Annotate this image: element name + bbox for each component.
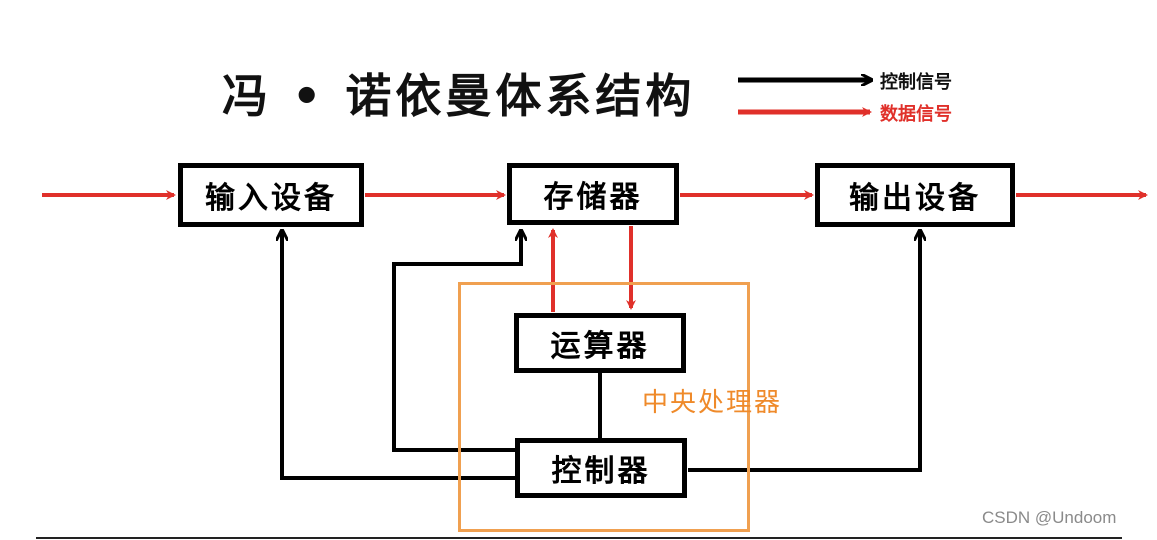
controller-box: 控制器: [515, 438, 687, 498]
control-to-memory-arrow: [392, 232, 521, 452]
legend-control-label: 控制信号: [880, 72, 952, 93]
cpu-label: 中央处理器: [642, 388, 783, 418]
bottom-divider: [36, 537, 1122, 539]
watermark: CSDN @Undoom: [982, 508, 1117, 527]
alu-box: 运算器: [514, 313, 686, 373]
input-device-box: 输入设备: [178, 163, 364, 227]
output-device-box: 输出设备: [815, 163, 1015, 227]
legend-data-label: 数据信号: [880, 104, 952, 125]
cpu-frame: [458, 282, 750, 532]
control-to-input-arrow: [282, 232, 516, 480]
memory-box: 存储器: [507, 163, 679, 225]
control-to-output-arrow: [688, 232, 920, 472]
diagram-title: 冯 • 诺依曼体系结构: [222, 69, 696, 123]
